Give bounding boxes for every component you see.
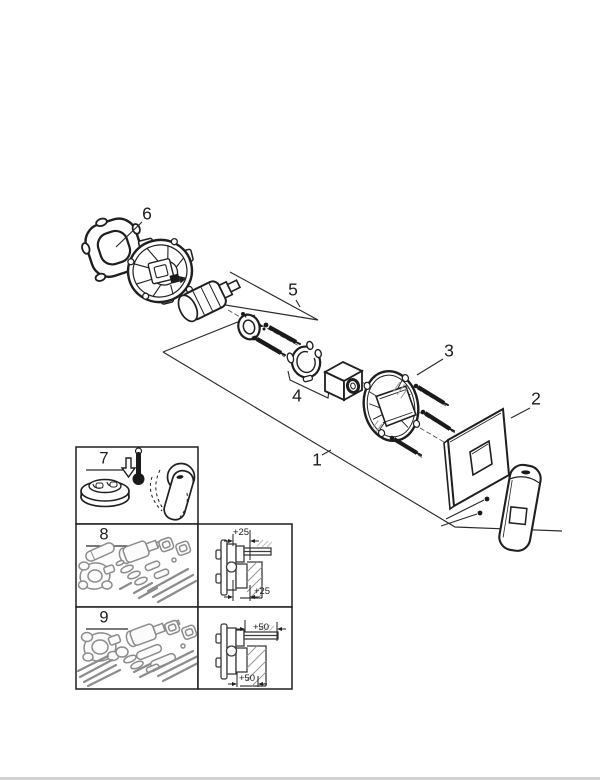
- part-mounting-plate: [362, 370, 421, 442]
- down-arrow-icon: [120, 457, 137, 479]
- callout-5-wedge: [212, 271, 319, 321]
- dimension-25-bottom: +25: [224, 580, 270, 601]
- dimension-50-top: +50: [236, 620, 286, 641]
- callout-4-bracket: [287, 370, 330, 399]
- part-escutcheon-plate: [443, 407, 511, 511]
- part-flange-screws: [252, 322, 301, 356]
- cross-section-body-50: [215, 623, 279, 680]
- callout-label-4: 4: [292, 386, 302, 406]
- callout-label-1: 1: [312, 450, 322, 470]
- kit-9-parts: [76, 619, 202, 688]
- part-rough-in-housing: [126, 237, 194, 305]
- cross-section-body-25: [215, 539, 272, 596]
- lever-rotation-icon: [149, 462, 196, 521]
- callout-label-5: 5: [288, 280, 298, 300]
- part-cartridge: [177, 279, 242, 323]
- dim-label-25-top: +25: [233, 527, 249, 538]
- callout-leaders: [115, 221, 531, 419]
- dimension-50-bottom: +50: [228, 672, 267, 687]
- inset-box-8-kit: 8: [75, 523, 199, 608]
- callout-label-2: 2: [531, 389, 541, 409]
- callout-label-6: 6: [142, 204, 152, 224]
- dim-label-50-top: +50: [253, 622, 269, 633]
- part-stop-ring: [286, 340, 323, 383]
- part-mounting-screws: [389, 383, 455, 456]
- inset-label-7: 7: [99, 449, 108, 467]
- wall-hatch-25: [240, 539, 273, 599]
- dim-label-25-bottom: +25: [254, 586, 270, 597]
- inset-box-8-section: +25 +25: [197, 523, 293, 608]
- inset-box-9-kit: 9: [75, 606, 202, 690]
- wall-hatch-50: [240, 623, 275, 687]
- inset-box-7: 7: [75, 446, 199, 525]
- inset-label-9: 9: [99, 608, 108, 626]
- dim-label-50-bottom: +50: [239, 673, 255, 684]
- page-bottom-edge: [0, 777, 600, 780]
- inset-label-8: 8: [99, 525, 108, 543]
- dimension-25-top: +25: [224, 527, 259, 560]
- part-lever-handle: [498, 463, 542, 552]
- inset-box-9-section: +50 +50: [197, 606, 293, 690]
- kit-8-parts: [77, 536, 198, 604]
- main-exploded-view: 1 2 3 4 5 6: [81, 204, 563, 552]
- inset-boxes: 7: [75, 446, 293, 690]
- thermometer-icon: [132, 447, 145, 485]
- temperature-limiter-part: [80, 478, 130, 508]
- part-lever-screws: [440, 496, 490, 527]
- callout-label-3: 3: [444, 341, 454, 361]
- part-cube-sleeve: [323, 360, 364, 402]
